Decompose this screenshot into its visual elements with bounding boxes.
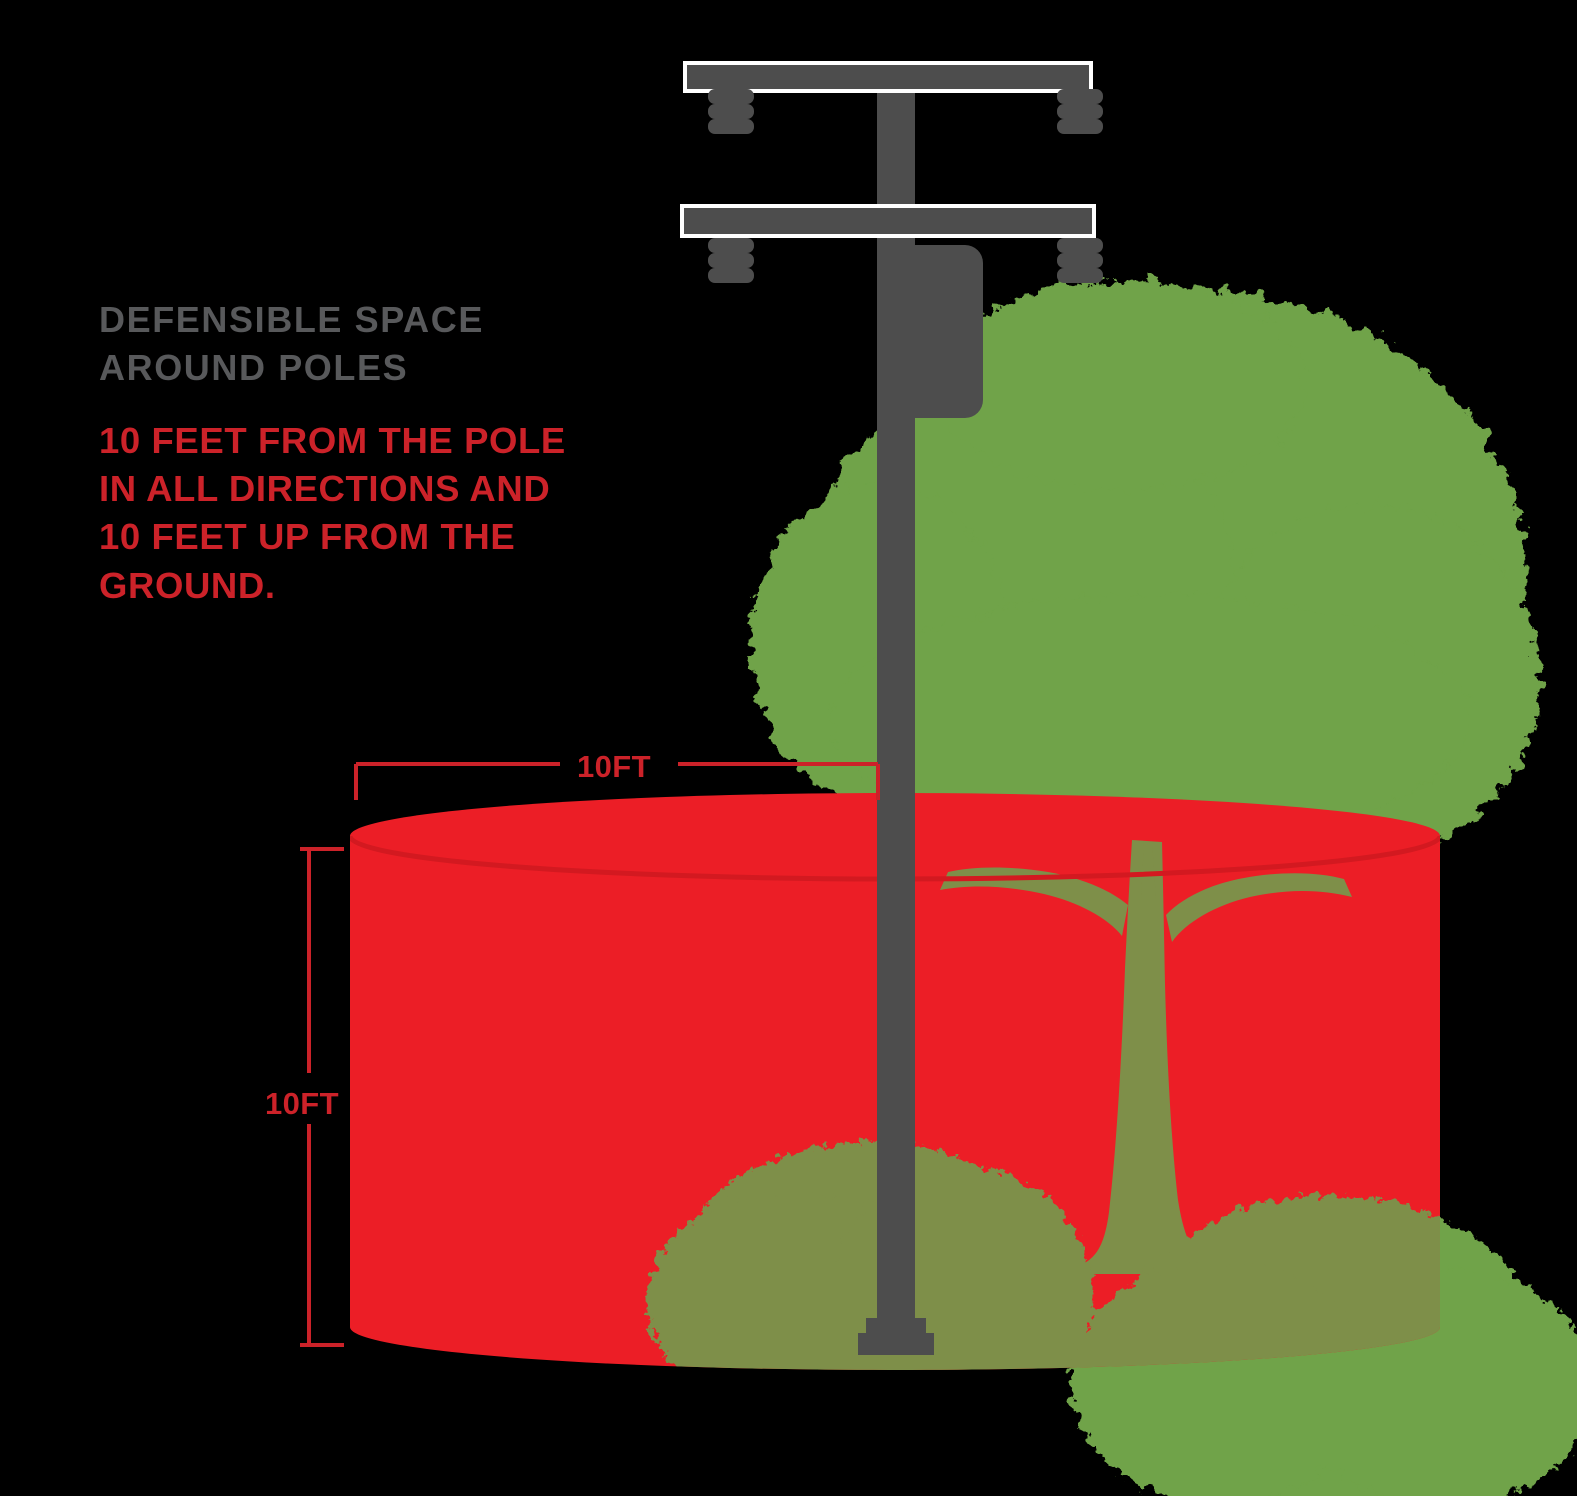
utility-pole xyxy=(680,61,1103,1355)
lower-crossarm xyxy=(680,204,1096,238)
insulator-group-upper-left xyxy=(708,89,754,134)
page-title: DEFENSIBLE SPACE AROUND POLES xyxy=(99,299,484,388)
dimension-horizontal-label: 10FT xyxy=(577,749,651,784)
clearance-statement: 10 FEET FROM THE POLE IN ALL DIRECTIONS … xyxy=(99,420,566,606)
dimension-horizontal xyxy=(354,762,880,800)
tree-trunk xyxy=(940,840,1352,1274)
transformer-box xyxy=(905,245,983,418)
pole-base-step-1 xyxy=(866,1318,926,1336)
upper-crossarm xyxy=(683,61,1093,93)
dimension-vertical xyxy=(300,847,344,1347)
dimension-vertical-label: 10FT xyxy=(265,1086,339,1121)
insulator-group-upper-right xyxy=(1057,89,1103,134)
text-block: DEFENSIBLE SPACE AROUND POLES 10 FEET FR… xyxy=(99,296,719,610)
insulator-group-lower-right xyxy=(1057,238,1103,283)
pole-base-step-2 xyxy=(858,1333,934,1355)
insulator-group-lower-left xyxy=(708,238,754,283)
